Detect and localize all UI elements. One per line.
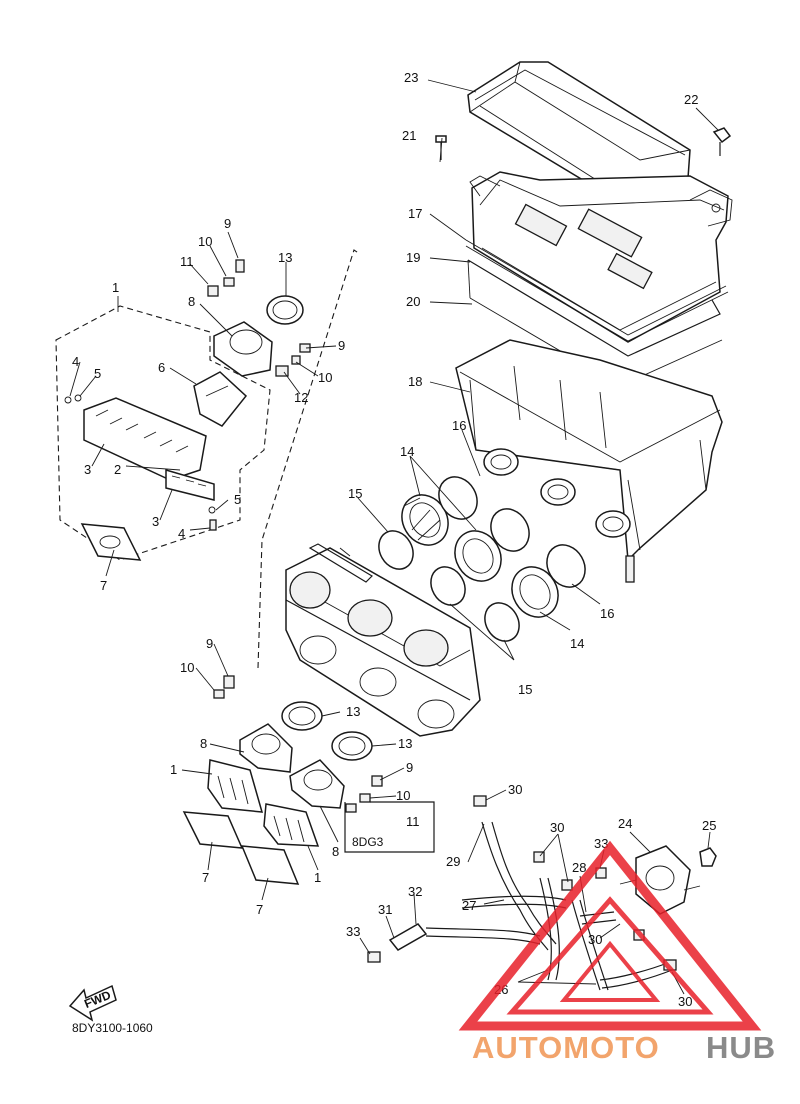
joint-8-lower-left — [239, 723, 293, 773]
callout-11-upper: 11 — [180, 254, 194, 269]
callout-30-low: 30 — [588, 932, 602, 947]
cover-seal — [465, 239, 729, 342]
callout-9-mid: 9 — [338, 338, 345, 353]
watermark-logo: AUTOMOTO HUB — [458, 840, 776, 1065]
air-filter-case — [455, 339, 723, 583]
callout-16-lower: 16 — [600, 606, 614, 621]
callout-30-top: 30 — [508, 782, 522, 797]
callout-24: 24 — [618, 816, 632, 831]
callout-12: 12 — [294, 390, 308, 405]
callout-11-lower: 11 — [406, 814, 420, 829]
callout-10-lower-left: 10 — [180, 660, 194, 675]
gasket-7-upper — [80, 523, 142, 561]
callout-5-lower: 5 — [234, 492, 241, 507]
watermark-text-main: AUTOMOTO — [472, 1030, 660, 1065]
callout-30-bottom: 30 — [678, 994, 692, 1009]
callout-10-mid: 10 — [318, 370, 332, 385]
callout-15-lower: 15 — [518, 682, 532, 697]
reed-valve-3-lower — [165, 469, 215, 501]
callout-28: 28 — [572, 860, 586, 875]
callout-30-mid: 30 — [550, 820, 564, 835]
bolt-22 — [712, 127, 732, 156]
clamps-15 — [378, 530, 520, 642]
variant-code: 8DG3 — [352, 835, 384, 849]
callout-18: 18 — [408, 374, 422, 389]
joint-8-upper — [213, 321, 273, 377]
callout-1-upper: 1 — [112, 280, 119, 295]
callout-32: 32 — [408, 884, 422, 899]
callout-2: 2 — [114, 462, 121, 477]
callout-3-upper: 3 — [84, 462, 91, 477]
callout-22: 22 — [684, 92, 698, 107]
callout-7-upper: 7 — [100, 578, 107, 593]
callout-14-lower: 14 — [570, 636, 584, 651]
callout-8-upper: 8 — [188, 294, 195, 309]
callout-13-upper: 13 — [278, 250, 292, 265]
callout-29: 29 — [446, 854, 460, 869]
callout-21: 21 — [402, 128, 416, 143]
callout-27: 27 — [462, 898, 476, 913]
reed-valve-1-right — [263, 803, 320, 847]
callout-13-lower-b: 13 — [398, 736, 412, 751]
callout-3-lower: 3 — [152, 514, 159, 529]
clamps-16 — [438, 476, 586, 588]
watermark-triangle-icon — [458, 840, 762, 1031]
callout-19: 19 — [406, 250, 420, 265]
callout-10-upper: 10 — [198, 234, 212, 249]
callout-7-lower-left: 7 — [202, 870, 209, 885]
callout-4-lower: 4 — [178, 526, 185, 541]
callout-20: 20 — [406, 294, 420, 309]
callout-9-lower-left: 9 — [206, 636, 213, 651]
reed-valve-1-left — [207, 759, 264, 813]
callout-4-upper: 4 — [72, 354, 79, 369]
variant-bracket — [344, 801, 435, 853]
callout-7-lower-right: 7 — [256, 902, 263, 917]
callout-labels: 23 21 22 17 19 20 18 16 14 15 16 14 15 1… — [72, 70, 716, 1009]
callout-23: 23 — [404, 70, 418, 85]
callout-13-lower-a: 13 — [346, 704, 360, 719]
small-fasteners-lower — [213, 675, 383, 813]
callout-10-lower-right: 10 — [396, 788, 410, 803]
watermark-text-accent: HUB — [706, 1030, 776, 1065]
air-filter-element — [467, 61, 691, 215]
callout-33-left: 33 — [346, 924, 360, 939]
hose-27 — [461, 895, 567, 909]
callout-6: 6 — [158, 360, 165, 375]
callout-8-lower-right: 8 — [332, 844, 339, 859]
callout-8-lower-left: 8 — [200, 736, 207, 751]
hoses-26 — [539, 877, 673, 991]
joint-14-left — [401, 494, 449, 546]
joint-14-center — [454, 530, 502, 582]
nut-25 — [699, 847, 717, 867]
callout-1-lower-left: 1 — [170, 762, 177, 777]
callout-17: 17 — [408, 206, 422, 221]
carburetor-assembly — [285, 543, 481, 737]
reed-holder-6 — [193, 371, 248, 427]
callout-15-upper: 15 — [348, 486, 362, 501]
gaskets-7-lower — [182, 811, 300, 885]
callout-9-lower-right: 9 — [406, 760, 413, 775]
callout-31: 31 — [378, 902, 392, 917]
callout-16-upper: 16 — [452, 418, 466, 433]
air-filter-case-cover — [469, 171, 733, 343]
diagram-code: 8DY3100-1060 — [72, 1021, 153, 1035]
callout-5-upper: 5 — [94, 366, 101, 381]
clamp-13-upper — [266, 295, 304, 325]
reed-valve-3-upper — [83, 397, 207, 481]
leader-lines — [69, 79, 719, 995]
hose-31-32 — [388, 923, 541, 951]
callout-14-upper: 14 — [400, 444, 414, 459]
callout-1-lower-right: 1 — [314, 870, 321, 885]
callout-25: 25 — [702, 818, 716, 833]
small-fasteners-upper — [64, 259, 311, 531]
callout-9-upper: 9 — [224, 216, 231, 231]
fwd-arrow-icon — [68, 984, 117, 1022]
joint-8-lower-right — [289, 759, 345, 809]
